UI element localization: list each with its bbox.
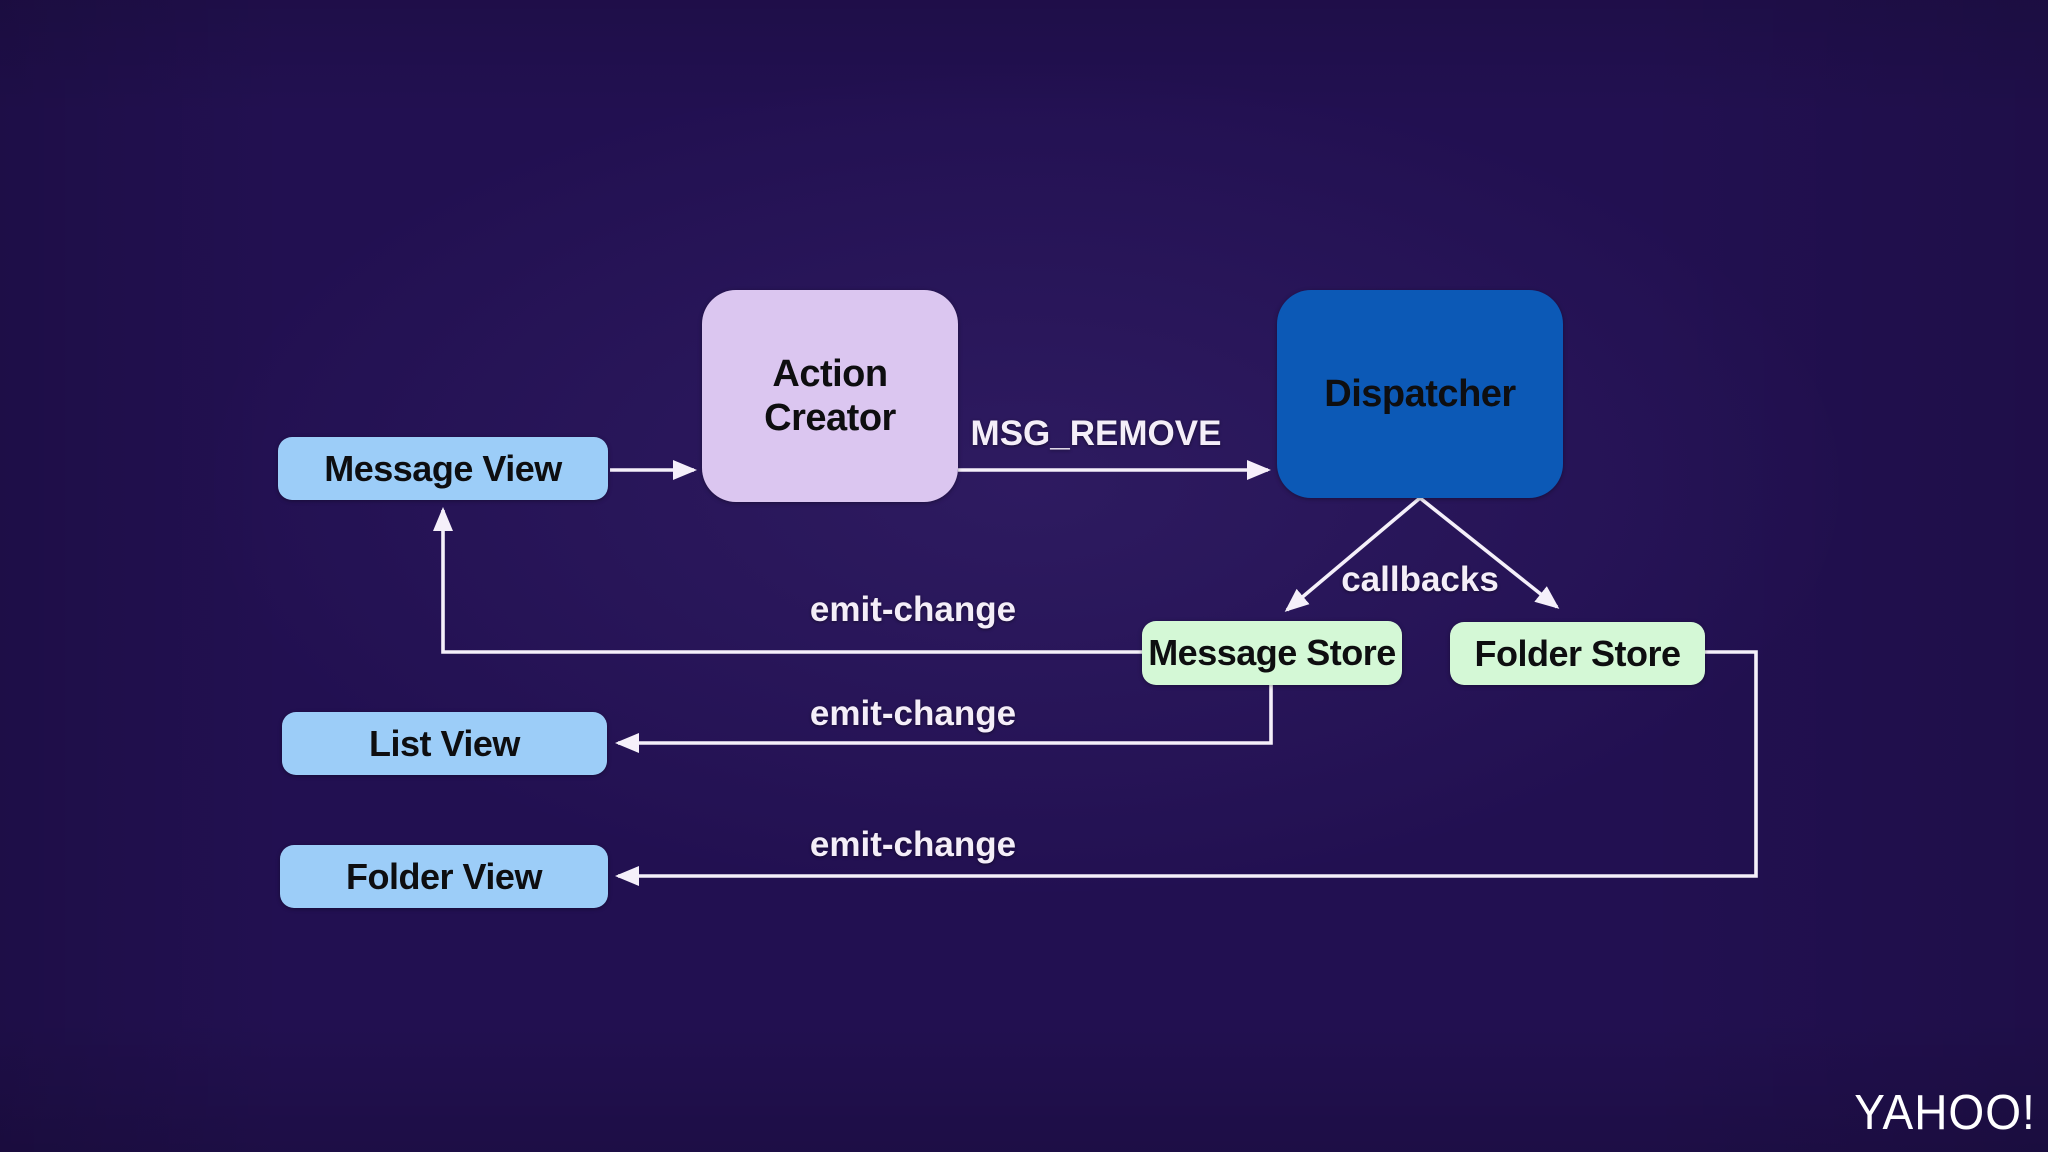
node-dispatcher: Dispatcher (1277, 290, 1563, 498)
edge-label-emit-change-folder-view: emit-change (809, 825, 1017, 864)
edge-label-callbacks: callbacks (1341, 560, 1499, 599)
node-list-view-label: List View (369, 722, 520, 764)
yahoo-logo: YAHOO! (1854, 1084, 2036, 1140)
node-action-creator: Action Creator (702, 290, 958, 502)
node-folder-view: Folder View (280, 845, 608, 908)
node-dispatcher-label: Dispatcher (1324, 372, 1516, 415)
node-list-view: List View (282, 712, 607, 775)
edge-label-emit-change-list-view: emit-change (809, 694, 1017, 733)
node-message-store-label: Message Store (1148, 632, 1396, 673)
node-action-creator-label: Action Creator (764, 352, 896, 439)
connector-message-store-to-list-view (615, 685, 1273, 753)
connector-dispatcher-to-message-store (1284, 496, 1422, 612)
node-folder-store: Folder Store (1450, 622, 1705, 685)
connector-dispatcher-to-folder-store (1418, 496, 1560, 609)
edge-label-msg-remove: MSG_REMOVE (970, 414, 1222, 453)
connector-message-store-to-message-view (433, 507, 1142, 654)
connector-folder-store-to-folder-view (615, 650, 1758, 886)
node-folder-view-label: Folder View (346, 855, 542, 897)
node-message-store: Message Store (1142, 621, 1402, 685)
node-message-view-label: Message View (324, 447, 562, 489)
node-folder-store-label: Folder Store (1474, 632, 1681, 674)
node-message-view: Message View (278, 437, 608, 500)
edge-label-emit-change-message-view: emit-change (809, 590, 1017, 629)
